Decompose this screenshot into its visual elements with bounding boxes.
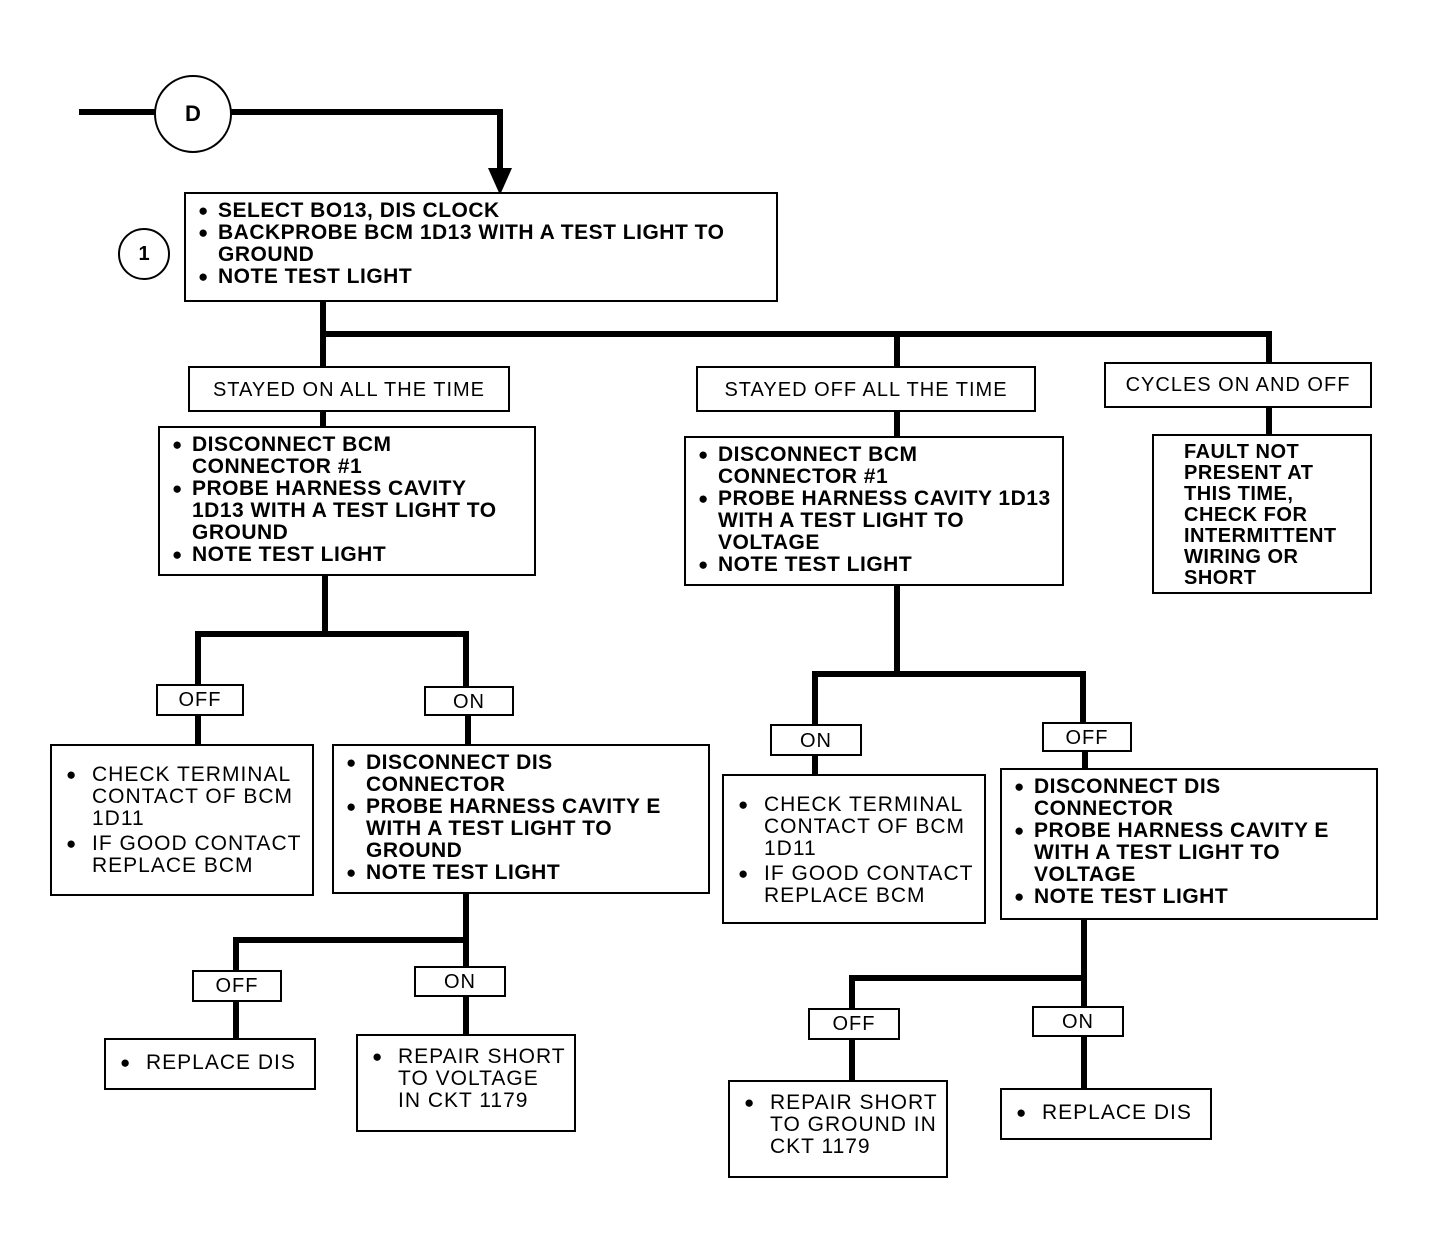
left-on-off-result-box: REPLACE DIS	[104, 1038, 316, 1090]
start-step-item: NOTE TEST LIGHT	[198, 266, 766, 289]
start-step-item: SELECT BO13, DIS CLOCK	[198, 200, 766, 223]
left-on-on-result-item: REPAIR SHORT TO VOLTAGE IN CKT 1179	[362, 1046, 568, 1112]
step-number-circle: 1	[118, 228, 170, 280]
stayed-off-label: STAYED OFF ALL THE TIME	[696, 366, 1036, 412]
middle-off-step-item: PROBE HARNESS CAVITY E WITH A TEST LIGHT…	[1014, 820, 1366, 886]
cycles-result-box: FAULT NOT PRESENT AT THIS TIME, CHECK FO…	[1152, 434, 1372, 594]
middle-off-label: OFF	[1042, 722, 1132, 752]
stayed-on-step-box: DISCONNECT BCM CONNECTOR #1 PROBE HARNES…	[158, 426, 536, 576]
left-off-result-item: IF GOOD CONTACT REPLACE BCM	[56, 833, 306, 877]
stayed-off-step-item: NOTE TEST LIGHT	[698, 554, 1052, 577]
middle-off-on-result-item: REPLACE DIS	[1006, 1102, 1204, 1125]
branch-bar	[320, 331, 1272, 369]
stayed-off-step-item: DISCONNECT BCM CONNECTOR #1	[698, 444, 1052, 488]
middle-on-result-box: CHECK TERMINAL CONTACT OF BCM 1D11 IF GO…	[722, 774, 986, 924]
middle-off-on-label: ON	[1032, 1006, 1124, 1037]
middle-off-step-box: DISCONNECT DIS CONNECTOR PROBE HARNESS C…	[1000, 768, 1378, 920]
left-off-label: OFF	[156, 684, 244, 716]
step-number: 1	[138, 242, 150, 265]
left-on-on-label: ON	[414, 966, 506, 997]
middle-off-step-item: DISCONNECT DIS CONNECTOR	[1014, 776, 1366, 820]
entry-arrowhead	[488, 168, 512, 195]
left-on-step-item: DISCONNECT DIS CONNECTOR	[346, 752, 698, 796]
connector-d-circle: D	[154, 75, 232, 153]
left-off-result-box: CHECK TERMINAL CONTACT OF BCM 1D11 IF GO…	[50, 744, 314, 896]
start-step-box: SELECT BO13, DIS CLOCK BACKPROBE BCM 1D1…	[184, 192, 778, 302]
stayed-off-step-box: DISCONNECT BCM CONNECTOR #1 PROBE HARNES…	[684, 436, 1064, 586]
middle-off-step-item: NOTE TEST LIGHT	[1014, 886, 1366, 909]
left-on-step-item: PROBE HARNESS CAVITY E WITH A TEST LIGHT…	[346, 796, 698, 862]
left-on-step-item: NOTE TEST LIGHT	[346, 862, 698, 885]
middle-on-label: ON	[770, 724, 862, 756]
stayed-on-step-item: DISCONNECT BCM CONNECTOR #1	[172, 434, 524, 478]
stayed-on-label: STAYED ON ALL THE TIME	[188, 366, 510, 412]
left-on-step-box: DISCONNECT DIS CONNECTOR PROBE HARNESS C…	[332, 744, 710, 894]
middle-off-off-result-item: REPAIR SHORT TO GROUND IN CKT 1179	[734, 1092, 940, 1158]
stayed-on-step-item: NOTE TEST LIGHT	[172, 544, 524, 567]
cycles-result-text: FAULT NOT PRESENT AT THIS TIME, CHECK FO…	[1184, 441, 1337, 589]
middle-off-off-label: OFF	[808, 1008, 900, 1040]
left-on-on-result-box: REPAIR SHORT TO VOLTAGE IN CKT 1179	[356, 1034, 576, 1132]
left-on-label: ON	[424, 686, 514, 716]
middle-off-off-result-box: REPAIR SHORT TO GROUND IN CKT 1179	[728, 1080, 948, 1178]
middle-on-result-item: IF GOOD CONTACT REPLACE BCM	[728, 863, 978, 907]
start-step-item: BACKPROBE BCM 1D13 WITH A TEST LIGHT TO …	[198, 222, 766, 266]
entry-arrow-line	[227, 109, 503, 178]
middle-on-result-item: CHECK TERMINAL CONTACT OF BCM 1D11	[728, 794, 978, 860]
cycles-label: CYCLES ON AND OFF	[1104, 362, 1372, 408]
middle-off-on-result-box: REPLACE DIS	[1000, 1088, 1212, 1140]
stayed-off-step-item: PROBE HARNESS CAVITY 1D13 WITH A TEST LI…	[698, 488, 1052, 554]
connector-label: D	[185, 101, 201, 126]
left-on-off-label: OFF	[192, 970, 282, 1002]
left-off-result-item: CHECK TERMINAL CONTACT OF BCM 1D11	[56, 764, 306, 830]
left-on-off-result-item: REPLACE DIS	[110, 1052, 308, 1075]
stayed-on-step-item: PROBE HARNESS CAVITY 1D13 WITH A TEST LI…	[172, 478, 524, 544]
